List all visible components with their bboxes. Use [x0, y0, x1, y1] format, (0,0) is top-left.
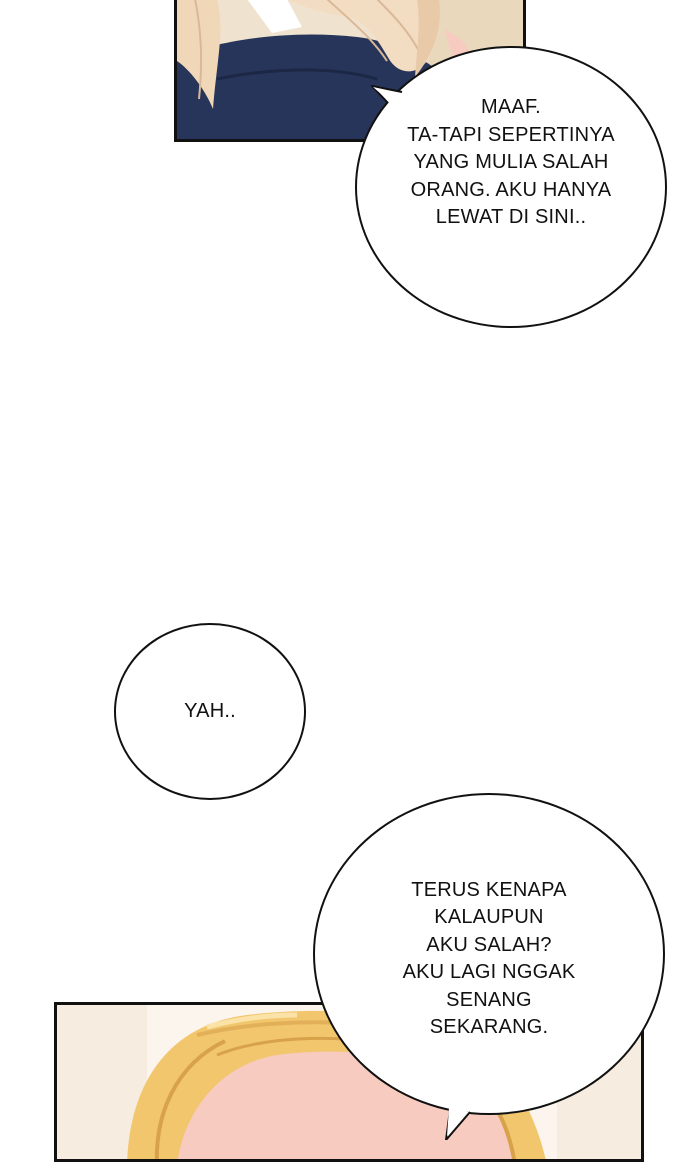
- top-comic-panel: [174, 0, 526, 142]
- character-hair-and-shoulder-art: [177, 0, 523, 139]
- speech-bubble-text: TERUS KENAPA KALAUPUN AKU SALAH? AKU LAG…: [402, 878, 576, 1039]
- speech-bubble-text: YAH..: [184, 699, 236, 722]
- speech-bubble-text: MAAF. TA-TAPI SEPERTINYA YANG MULIA SALA…: [407, 96, 615, 229]
- speech-bubble-apology: MAAF. TA-TAPI SEPERTINYA YANG MULIA SALA…: [355, 46, 667, 328]
- speech-bubble-reply: TERUS KENAPA KALAUPUN AKU SALAH? AKU LAG…: [313, 793, 665, 1115]
- speech-bubble-yah: YAH..: [114, 623, 306, 800]
